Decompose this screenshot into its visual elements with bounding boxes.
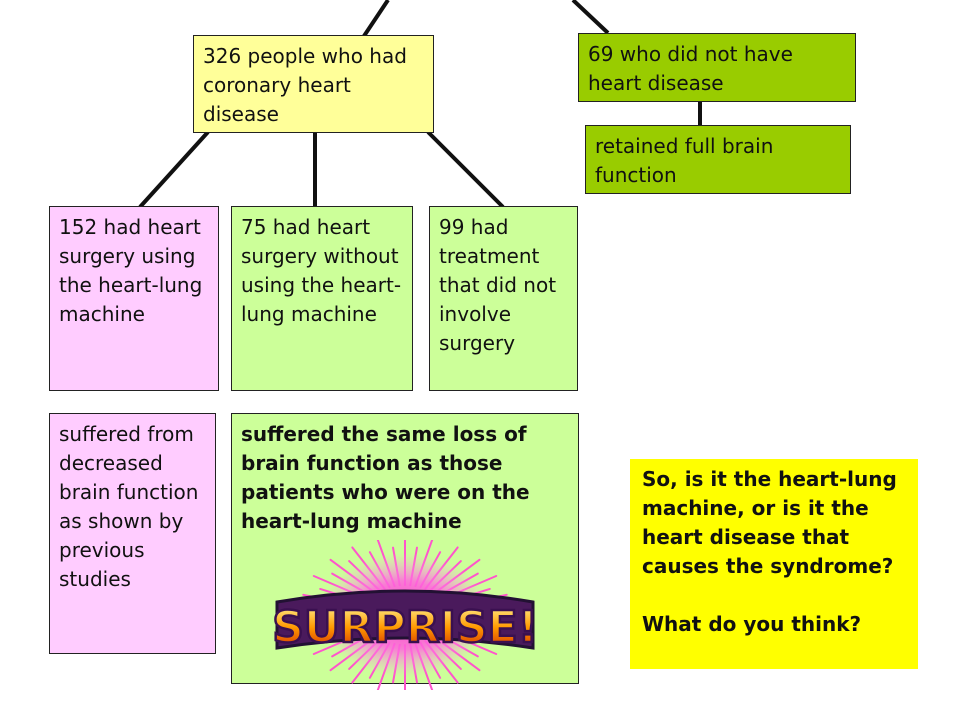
question-callout: So, is it the heart-lung machine, or is … — [630, 459, 918, 669]
question-prompt: What do you think? — [642, 612, 862, 636]
connector-chd-no-surgery — [426, 130, 505, 209]
node-label: 99 had treatment that did not involve su… — [439, 215, 557, 355]
node-no-surgery: 99 had treatment that did not involve su… — [429, 206, 578, 391]
surprise-burst-image: SURPRISE! — [271, 540, 539, 690]
node-label: 69 who did not have heart disease — [588, 42, 793, 95]
node-no-heart-disease: 69 who did not have heart disease — [578, 33, 856, 102]
surprise-banner — [275, 589, 535, 650]
connector-root-chd — [362, 0, 390, 38]
connector-root-no-hd — [571, 0, 610, 35]
node-label: suffered from decreased brain function a… — [59, 422, 199, 591]
node-label: 326 people who had coronary heart diseas… — [203, 44, 407, 126]
node-heart-lung-machine: 152 had heart surgery using the heart-lu… — [49, 206, 219, 391]
node-no-heart-lung-machine: 75 had heart surgery without using the h… — [231, 206, 413, 391]
node-decreased-brain-function: suffered from decreased brain function a… — [49, 413, 216, 654]
node-label: retained full brain function — [595, 134, 774, 187]
question-text: So, is it the heart-lung machine, or is … — [642, 467, 897, 578]
connector-chd-lung-machine — [138, 130, 210, 209]
surprise-logo-text: SURPRISE! — [272, 602, 538, 653]
node-coronary-heart-disease: 326 people who had coronary heart diseas… — [193, 35, 434, 133]
node-label: 152 had heart surgery using the heart-lu… — [59, 215, 203, 326]
node-retained-brain-function: retained full brain function — [585, 125, 851, 194]
node-label: suffered the same loss of brain function… — [241, 422, 530, 533]
node-label: 75 had heart surgery without using the h… — [241, 215, 402, 326]
